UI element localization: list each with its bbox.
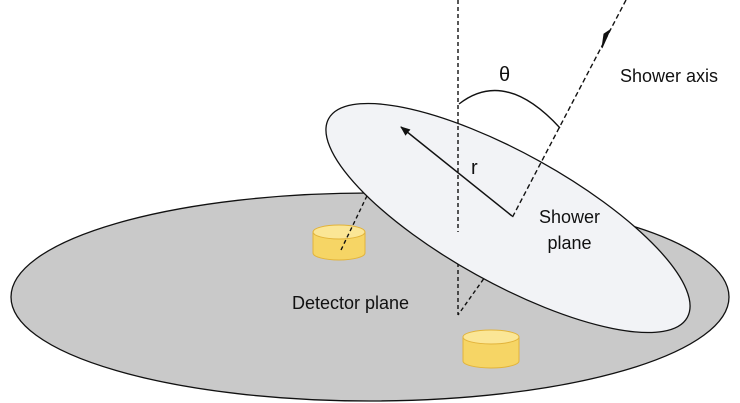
zenith-angle-arc xyxy=(458,89,561,129)
shower-plane-label-line1: Shower xyxy=(539,207,601,227)
shower-plane xyxy=(325,102,691,334)
shower-axis-label: Shower axis xyxy=(620,66,719,86)
detector-plane-label: Detector plane xyxy=(292,293,410,313)
shower-plane-label: Shower plane xyxy=(539,204,600,256)
shower-plane-label-line2: plane xyxy=(547,233,592,253)
r-label: r xyxy=(471,157,478,179)
theta-label: θ xyxy=(499,64,511,86)
detector-tank-right xyxy=(462,329,520,369)
projection-line xyxy=(340,128,400,251)
detector-tank-left xyxy=(312,224,366,261)
shower-axis-arrow-icon xyxy=(601,28,612,49)
r-vector-arrow xyxy=(400,126,513,217)
